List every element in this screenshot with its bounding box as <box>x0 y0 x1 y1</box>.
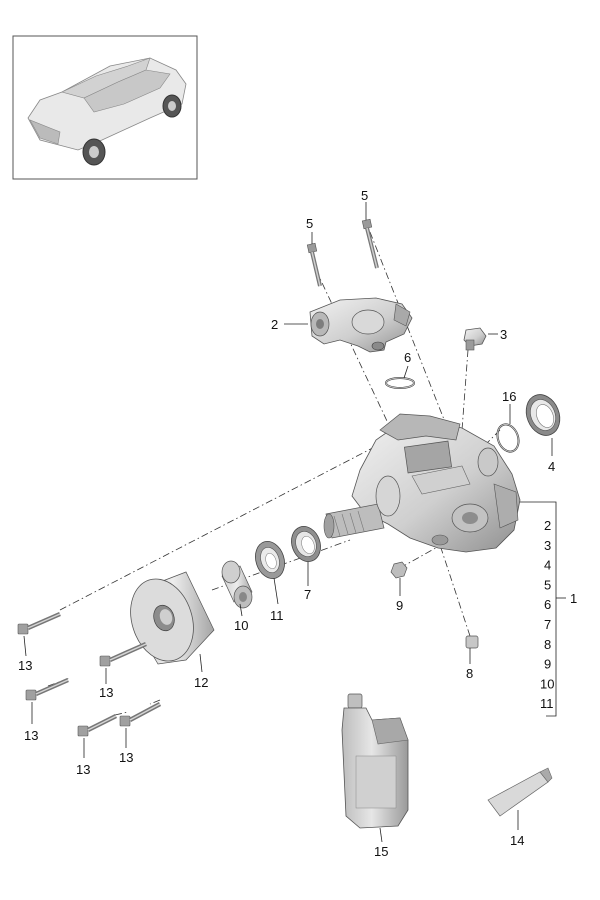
o-ring-16 <box>496 423 520 453</box>
spacer-ring-11 <box>255 541 285 579</box>
bolt-13a <box>17 611 61 635</box>
o-ring-6 <box>385 377 415 389</box>
subpart-item-10: 10 <box>540 676 554 691</box>
bolt-5a <box>306 242 322 287</box>
bolt-13b <box>99 641 147 667</box>
bolt-5b <box>361 218 379 269</box>
callout-13d: 13 <box>76 762 90 777</box>
subpart-item-5: 5 <box>544 577 551 592</box>
sleeve-10 <box>221 560 253 609</box>
subpart-item-11: 11 <box>540 696 554 711</box>
callout-15: 15 <box>374 844 388 859</box>
callout-16: 16 <box>502 389 516 404</box>
sealant-tube-14 <box>487 767 553 817</box>
sensor-part <box>463 327 487 351</box>
callout-labels: 5 5 2 3 6 16 4 7 11 10 12 9 8 13 13 13 1… <box>18 188 577 859</box>
shaft-seal-4 <box>525 394 561 436</box>
callout-7: 7 <box>304 587 311 602</box>
actuator-motor-part <box>309 297 413 353</box>
bolt-13d <box>77 713 118 737</box>
bolt-13c <box>25 677 69 701</box>
callout-4: 4 <box>548 459 555 474</box>
oil-bottle-15 <box>341 693 409 829</box>
flange-disc-12 <box>130 571 215 665</box>
subpart-item-9: 9 <box>544 657 551 672</box>
callout-5a: 5 <box>306 216 313 231</box>
car-icon <box>27 57 187 166</box>
callout-6: 6 <box>404 350 411 365</box>
callout-11: 11 <box>270 608 284 623</box>
callout-3: 3 <box>500 327 507 342</box>
callout-8: 8 <box>466 666 473 681</box>
subpart-item-3: 3 <box>544 538 551 553</box>
subpart-item-8: 8 <box>544 637 551 652</box>
callout-1: 1 <box>570 591 577 606</box>
callout-2: 2 <box>271 317 278 332</box>
callout-12: 12 <box>194 675 208 690</box>
callout-10: 10 <box>234 618 248 633</box>
callout-14: 14 <box>510 833 524 848</box>
nut-9 <box>390 561 408 579</box>
subpart-item-7: 7 <box>544 617 551 632</box>
callout-13a: 13 <box>18 658 32 673</box>
callout-5b: 5 <box>361 188 368 203</box>
vehicle-thumbnail <box>12 35 198 180</box>
subpart-item-6: 6 <box>544 597 551 612</box>
plug-8 <box>465 635 479 649</box>
callout-9: 9 <box>396 598 403 613</box>
leader-lines <box>23 202 566 843</box>
transfer-case-housing <box>323 413 521 553</box>
subpart-item-4: 4 <box>544 558 551 573</box>
callout-13c: 13 <box>24 728 38 743</box>
callout-13b: 13 <box>99 685 113 700</box>
shaft-seal-7 <box>291 526 321 562</box>
subpart-item-2: 2 <box>544 518 551 533</box>
part-1-subparts-list: 2 3 4 5 6 7 8 9 10 11 <box>540 518 554 711</box>
callout-13e: 13 <box>119 750 133 765</box>
bolt-13e <box>119 702 162 727</box>
